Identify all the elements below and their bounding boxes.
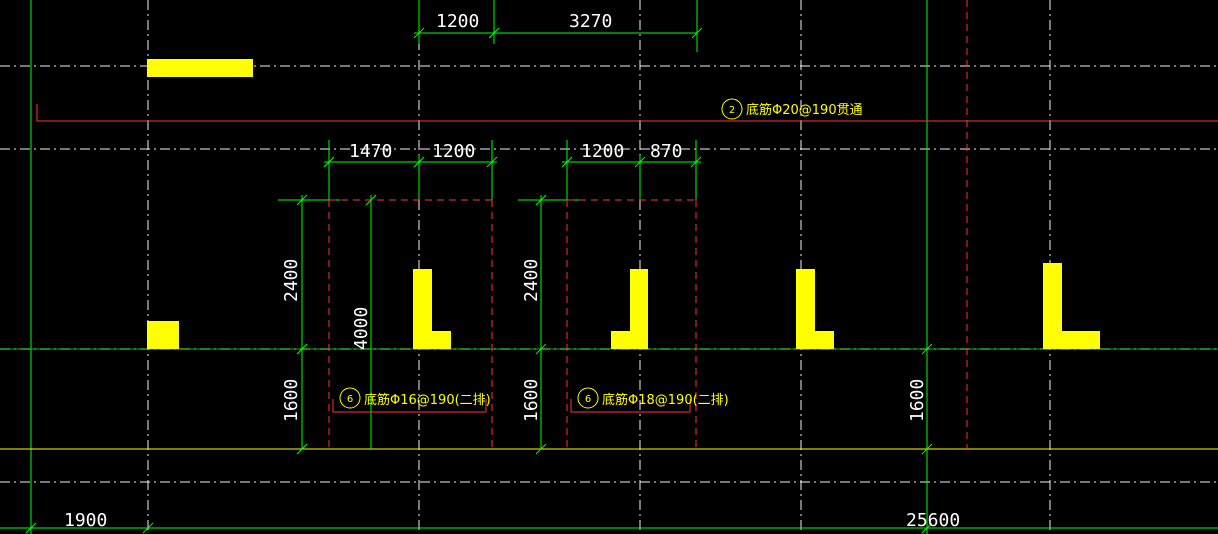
marker-bubble-top [721,98,743,120]
through-rebar-line [36,104,1218,122]
rebar-bracket-left [332,399,487,413]
l-wall-3 [796,269,834,349]
dim-bottom-1: 1900 [64,510,107,531]
rebar-bracket-right [570,399,691,413]
wall-segment-top-left [147,59,253,77]
dim-right-pair-2: 870 [650,141,683,162]
rebar-annotations: 2 底筋Φ20@190贯通 6 底筋Φ16@190(二排) 6 底筋Φ18@19… [339,98,863,409]
marker-number-left: 6 [347,394,353,405]
rebar-note-top: 底筋Φ20@190贯通 [746,102,863,118]
dim-left-pair-1: 1470 [349,141,392,162]
l-wall-4 [1043,263,1100,349]
dim-vertical-far: 1600 [907,379,928,422]
dim-top-2: 3270 [569,11,612,32]
wall-shapes [147,59,1100,349]
marker-bubble-right [577,387,599,409]
dim-vertical-right-1: 2400 [521,259,542,302]
dim-vertical-right-2: 1600 [521,379,542,422]
marker-bubble-left [339,387,361,409]
dim-top-1: 1200 [436,11,479,32]
dim-bottom-2: 25600 [906,510,960,531]
column-small [147,321,179,349]
dimension-texts: 1200 3270 1470 1200 1200 870 2400 1600 4… [64,11,960,531]
l-wall-2 [611,269,648,349]
dim-right-pair-1: 1200 [581,141,624,162]
dim-vertical-left-2: 1600 [281,379,302,422]
marker-number-top: 2 [729,105,735,116]
dim-vertical-left-1: 2400 [281,259,302,302]
rebar-note-left: 底筋Φ16@190(二排) [364,392,491,408]
rebar-lines [36,0,1218,449]
dim-left-pair-2: 1200 [432,141,475,162]
dim-vertical-mid: 4000 [351,307,372,350]
marker-number-right: 6 [585,394,591,405]
l-wall-1 [413,269,451,349]
rebar-note-right: 底筋Φ18@190(二排) [602,392,729,408]
